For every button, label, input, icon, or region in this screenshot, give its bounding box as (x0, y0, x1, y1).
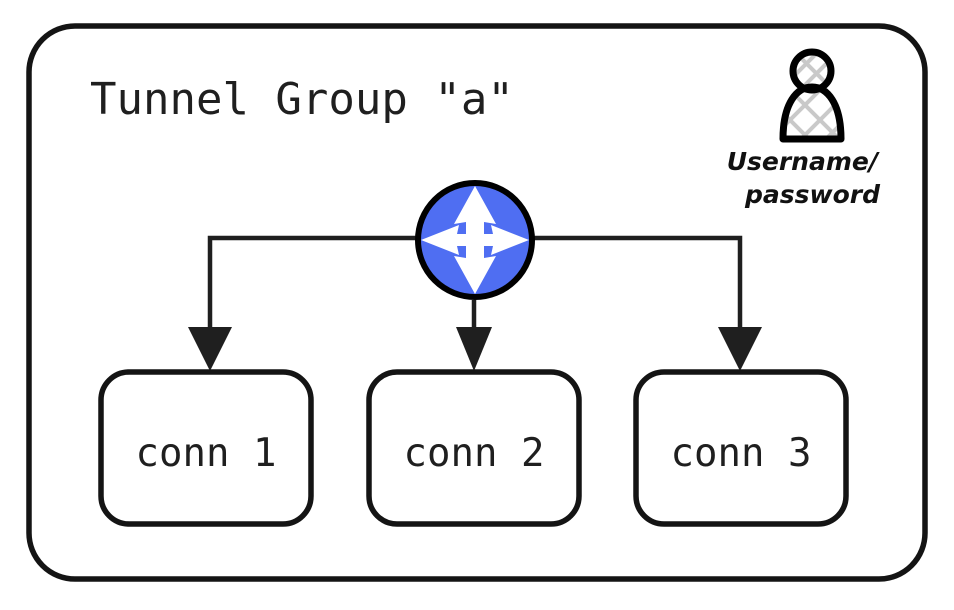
tunnel-group-title: Tunnel Group "a" (90, 74, 514, 125)
conn-box-1[interactable]: conn 1 (98, 369, 314, 527)
router-arrow-left (421, 225, 491, 255)
conn-box-2[interactable]: conn 2 (366, 369, 582, 527)
router-arrow-down (454, 224, 496, 294)
conn-box-3[interactable]: conn 3 (633, 369, 849, 527)
router-icon[interactable] (415, 180, 535, 300)
conn-box-1-label: conn 1 (136, 431, 277, 476)
conn-box-3-label: conn 3 (671, 431, 812, 476)
credential-label-line1: Username/ (727, 147, 880, 176)
router-arrow-up (454, 186, 496, 258)
link-router-to-conn3 (532, 235, 762, 371)
router-arrow-right (459, 225, 529, 255)
credential-label-line2: password (744, 180, 881, 209)
conn-box-2-label: conn 2 (404, 431, 545, 476)
link-router-to-conn1 (188, 235, 418, 371)
user-icon-body-hatch (783, 86, 841, 138)
user-icon (779, 48, 845, 143)
arrowhead-conn3 (718, 327, 762, 371)
arrowhead-conn1 (188, 327, 232, 371)
arrowhead-conn2 (456, 327, 492, 371)
link-router-to-conn2 (456, 300, 492, 371)
user-icon-body (779, 83, 845, 143)
